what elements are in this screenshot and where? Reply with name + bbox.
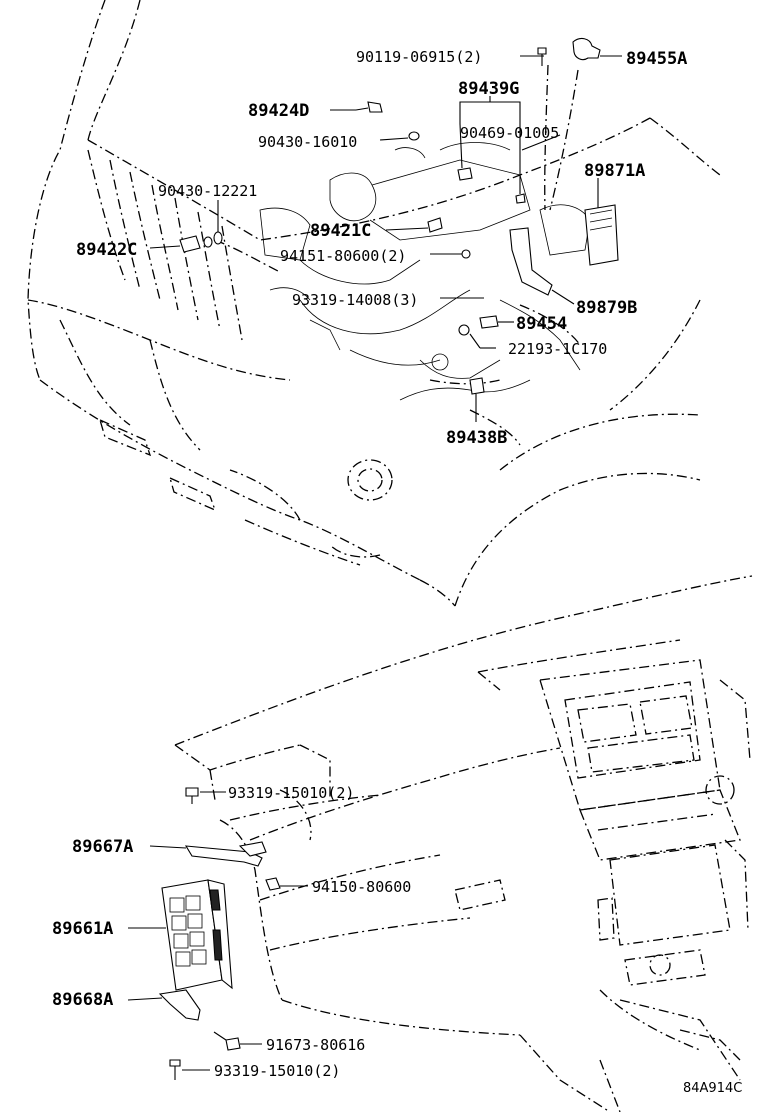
label-90119-06915: 90119-06915(2) — [356, 48, 482, 66]
label-89667A: 89667A — [72, 837, 133, 857]
label-89438B: 89438B — [446, 428, 507, 448]
label-94151-80600: 94151-80600(2) — [280, 247, 406, 265]
vehicle-front-outline — [27, 0, 721, 607]
label-89879B: 89879B — [576, 298, 637, 318]
label-94150-80600: 94150-80600 — [312, 878, 411, 896]
label-22193-1C170: 22193-1C170 — [508, 340, 607, 358]
top-leader-lines — [149, 55, 622, 422]
label-90430-12221: 90430-12221 — [158, 182, 257, 200]
bottom-leader-lines — [127, 791, 308, 1071]
label-93319-15010-top: 93319-15010(2) — [228, 784, 354, 802]
label-89661A: 89661A — [52, 919, 113, 939]
label-89668A: 89668A — [52, 990, 113, 1010]
label-93319-14008: 93319-14008(3) — [292, 291, 418, 309]
reference-lines — [214, 64, 581, 446]
label-91673-80616: 91673-80616 — [266, 1036, 365, 1054]
label-90469-01005: 90469-01005 — [460, 124, 559, 142]
label-93319-15010-bottom: 93319-15010(2) — [214, 1062, 340, 1080]
label-89454: 89454 — [516, 314, 567, 334]
part-labels: 90119-06915(2) 89455A 89439G 89424D 9043… — [52, 48, 742, 1096]
label-89422C: 89422C — [76, 240, 137, 260]
dashboard-outline — [174, 575, 753, 1112]
bottom-parts — [158, 787, 281, 1080]
label-89421C: 89421C — [310, 221, 371, 241]
label-89424D: 89424D — [248, 101, 309, 121]
label-89439G: 89439G — [458, 79, 519, 99]
label-89455A: 89455A — [626, 49, 687, 69]
engine-bay-sketch — [259, 142, 591, 401]
diagram-code: 84A914C — [683, 1081, 742, 1096]
label-89871A: 89871A — [584, 161, 645, 181]
label-90430-16010: 90430-16010 — [258, 133, 357, 151]
